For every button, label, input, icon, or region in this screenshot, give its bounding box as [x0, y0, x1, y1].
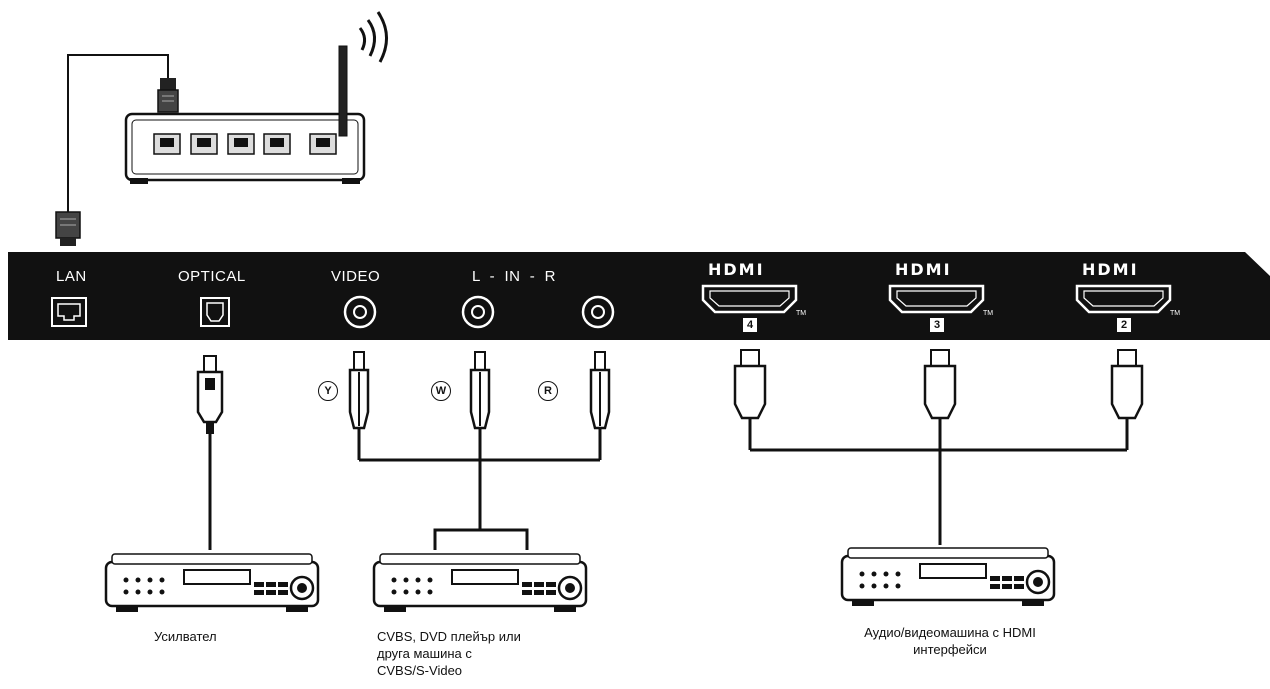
video-label: VIDEO — [331, 268, 381, 285]
hdmi-logo-4: HDMI — [708, 260, 765, 279]
hdmi-port-2 — [1075, 284, 1172, 314]
hdmi-plug-2 — [1110, 349, 1144, 450]
amplifier-device — [104, 553, 320, 612]
router — [124, 11, 388, 184]
hdmi-caption: Аудио/видеомашина с HDMI интерфейси — [850, 624, 1050, 658]
hdmi-logo-2: HDMI — [1082, 260, 1139, 279]
optical-label: OPTICAL — [178, 268, 246, 285]
optical-cable — [196, 355, 224, 550]
rca-plug-white — [469, 351, 491, 530]
cvbs-caption-line-2: друга машина с — [377, 646, 472, 661]
audio-left-jack — [461, 295, 495, 329]
tv-lan-plug — [55, 211, 81, 246]
hdmi-port-3 — [888, 284, 985, 314]
hdmi-caption-line-2: интерфейси — [913, 642, 987, 657]
lan-port — [51, 297, 87, 327]
hdmi-port-number-2: 2 — [1117, 318, 1131, 332]
rca-cable-bus — [359, 458, 600, 550]
cvbs-dvd-device — [372, 553, 588, 612]
plug-letter-white: W — [431, 381, 451, 401]
lan-cable — [67, 54, 169, 212]
cvbs-caption: CVBS, DVD плейър или друга машина с CVBS… — [377, 628, 521, 679]
audio-in-label: L - IN - R — [472, 268, 556, 285]
plug-letter-red: R — [538, 381, 558, 401]
hdmi-port-4 — [701, 284, 798, 314]
hdmi-logo-3: HDMI — [895, 260, 952, 279]
lan-label: LAN — [56, 268, 87, 285]
hdmi-tm-2: TM — [1170, 310, 1181, 317]
rca-plug-red — [589, 351, 611, 460]
hdmi-plug-3 — [923, 349, 957, 545]
amplifier-caption: Усилвател — [154, 629, 217, 644]
tv-back-panel — [8, 252, 1270, 340]
hdmi-av-device — [840, 547, 1056, 606]
hdmi-plug-4 — [733, 349, 767, 450]
plug-letter-yellow: Y — [318, 381, 338, 401]
rca-plug-yellow — [348, 351, 370, 460]
router-lan-plug — [157, 78, 179, 113]
hdmi-port-number-4: 4 — [743, 318, 757, 332]
hdmi-port-number-3: 3 — [930, 318, 944, 332]
hdmi-caption-line-1: Аудио/видеомашина с HDMI — [864, 625, 1036, 640]
optical-port — [200, 297, 230, 327]
audio-right-jack — [581, 295, 615, 329]
cvbs-caption-line-3: CVBS/S-Video — [377, 663, 463, 678]
video-jack — [343, 295, 377, 329]
cvbs-caption-line-1: CVBS, DVD плейър или — [377, 629, 521, 644]
hdmi-tm-3: TM — [983, 310, 994, 317]
hdmi-tm-4: TM — [796, 310, 807, 317]
